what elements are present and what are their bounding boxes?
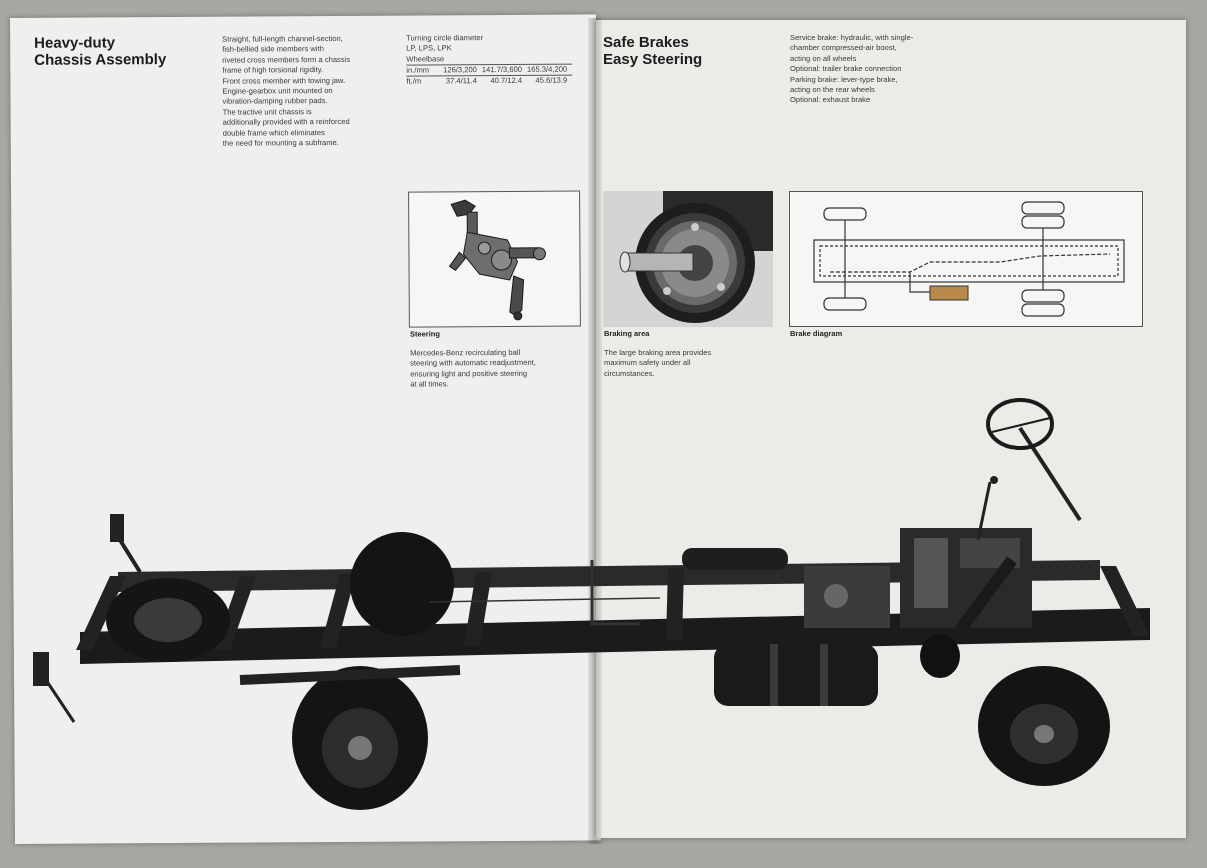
right-heading: Safe Brakes Easy Steering [603, 34, 702, 68]
brake-spec-line: Parking brake: lever-type brake, [790, 74, 898, 84]
air-tank-icon [929, 285, 969, 301]
braking-area-line: maximum safety under all [604, 358, 691, 368]
brake-spec-line: acting on the rear wheels [790, 85, 875, 95]
brake-spec-line: Optional: trailer brake connection [790, 64, 902, 74]
braking-area-photo [603, 191, 773, 327]
chassis-frame [33, 398, 1150, 810]
brake-diagram-caption: Brake diagram [790, 329, 843, 338]
braking-area-line: The large braking area provides [604, 348, 712, 357]
braking-area-caption: Braking area [604, 329, 650, 338]
brake-diagram-figure [789, 191, 1143, 327]
heading-line-1: Safe Brakes [603, 34, 689, 51]
left-page: Heavy-duty Chassis Assembly Straight, fu… [10, 14, 602, 844]
braking-area-text: The large braking area provides maximum … [604, 348, 711, 379]
brake-drum-illustration [603, 191, 773, 327]
steering-gear-illustration [448, 199, 546, 321]
brake-specs: Service brake: hydraulic, with single- c… [790, 33, 913, 106]
steering-box-figure [408, 190, 581, 328]
brake-spec-line: acting on all wheels [790, 53, 857, 63]
brake-spec-line: Service brake: hydraulic, with single- [790, 33, 914, 42]
braking-area-line: circumstances. [604, 368, 655, 378]
brake-spec-line: Optional: exhaust brake [790, 95, 871, 105]
heading-line-2: Easy Steering [603, 51, 703, 68]
brake-diagram-illustration [813, 201, 1125, 317]
brake-spec-line: chamber compressed-air boost, [790, 43, 897, 53]
